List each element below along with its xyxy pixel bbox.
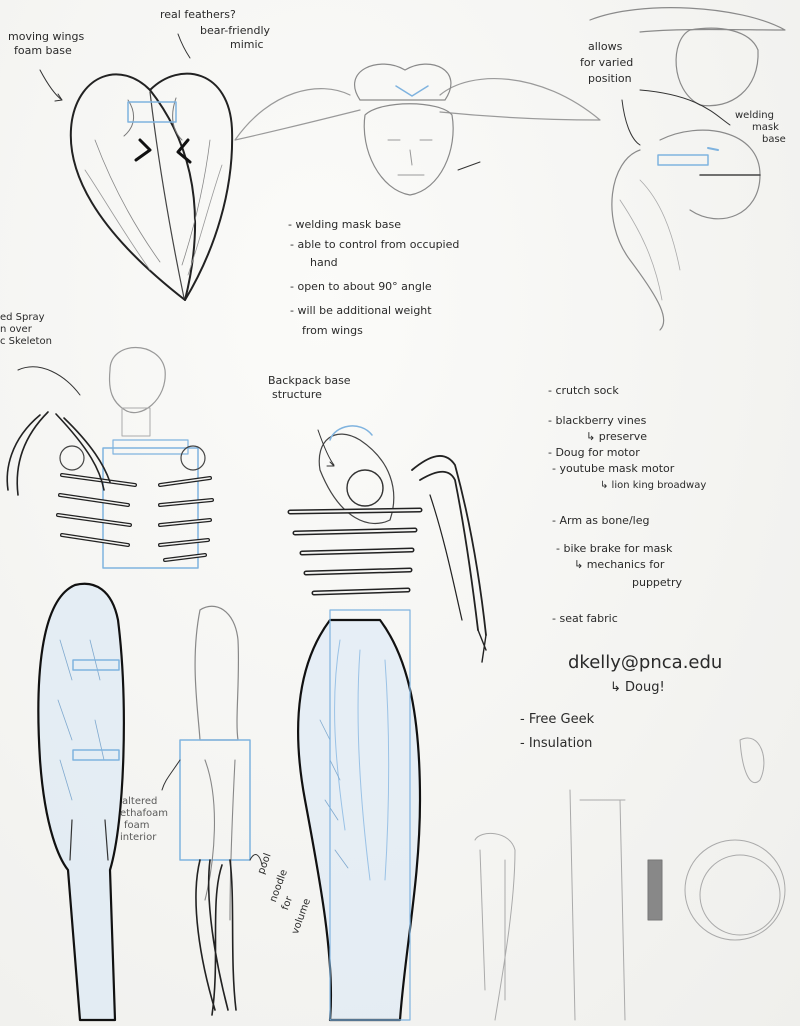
mask-note-0: - welding mask base: [288, 218, 401, 232]
mask-note-4: - will be additional weight: [290, 304, 432, 318]
supply-note-1: - blackberry vines: [548, 414, 646, 428]
note-position: position: [588, 72, 632, 86]
folded-wings-drawing: [40, 34, 232, 300]
note-allows: allows: [588, 40, 622, 54]
note-mask-top: mask: [752, 122, 779, 135]
note-altered: altered: [122, 796, 157, 809]
supply-note-0: - crutch sock: [548, 384, 619, 398]
limb-drawing: [38, 584, 123, 1020]
note-backpack: Backpack base: [268, 374, 351, 388]
note-structure: structure: [272, 388, 322, 402]
faint-sketches: [475, 738, 785, 1020]
note-real-feathers: real feathers?: [160, 8, 236, 22]
supply-note-7: - bike brake for mask: [556, 542, 672, 556]
note-spray: ed Spray: [0, 312, 45, 325]
note-welding-top: welding: [735, 110, 774, 123]
supply-note-2: ↳ preserve: [586, 430, 647, 444]
mask-note-2: hand: [310, 256, 338, 270]
mask-note-3: - open to about 90° angle: [290, 280, 432, 294]
foam-arm-drawing: [162, 606, 262, 1015]
supply-note-10: - seat fabric: [552, 612, 618, 626]
note-email: dkelly@pnca.edu: [568, 652, 722, 675]
mask-note-5: from wings: [302, 324, 363, 338]
note-interior: interior: [120, 832, 156, 845]
mask-note-1: - able to control from occupied: [290, 238, 459, 252]
note-ethafoam: ethafoam: [120, 808, 168, 821]
note-free-geek: - Free Geek: [520, 712, 594, 728]
note-over: n over: [0, 324, 32, 337]
note-foam: foam: [124, 820, 150, 833]
backpack-drawing: [290, 426, 486, 662]
note-varied: for varied: [580, 56, 633, 70]
note-mimic: mimic: [230, 38, 264, 52]
leg-drawing: [298, 610, 420, 1020]
supply-note-5: ↳ lion king broadway: [600, 480, 706, 493]
note-doug: ↳ Doug!: [610, 680, 665, 696]
note-bear-friendly: bear-friendly: [200, 24, 270, 38]
supply-note-8: ↳ mechanics for: [574, 558, 664, 572]
note-moving-wings: moving wings: [8, 30, 84, 44]
supply-note-4: - youtube mask motor: [552, 462, 674, 476]
head-wings-drawing: [235, 64, 600, 195]
note-skeleton: c Skeleton: [0, 336, 52, 349]
supply-note-6: - Arm as bone/leg: [552, 514, 649, 528]
note-base-top: base: [762, 134, 786, 147]
supply-note-3: - Doug for motor: [548, 446, 640, 460]
note-insulation: - Insulation: [520, 736, 592, 752]
note-foam-base: foam base: [14, 44, 72, 58]
supply-note-9: puppetry: [632, 576, 682, 590]
ribcage-drawing: [7, 348, 212, 569]
